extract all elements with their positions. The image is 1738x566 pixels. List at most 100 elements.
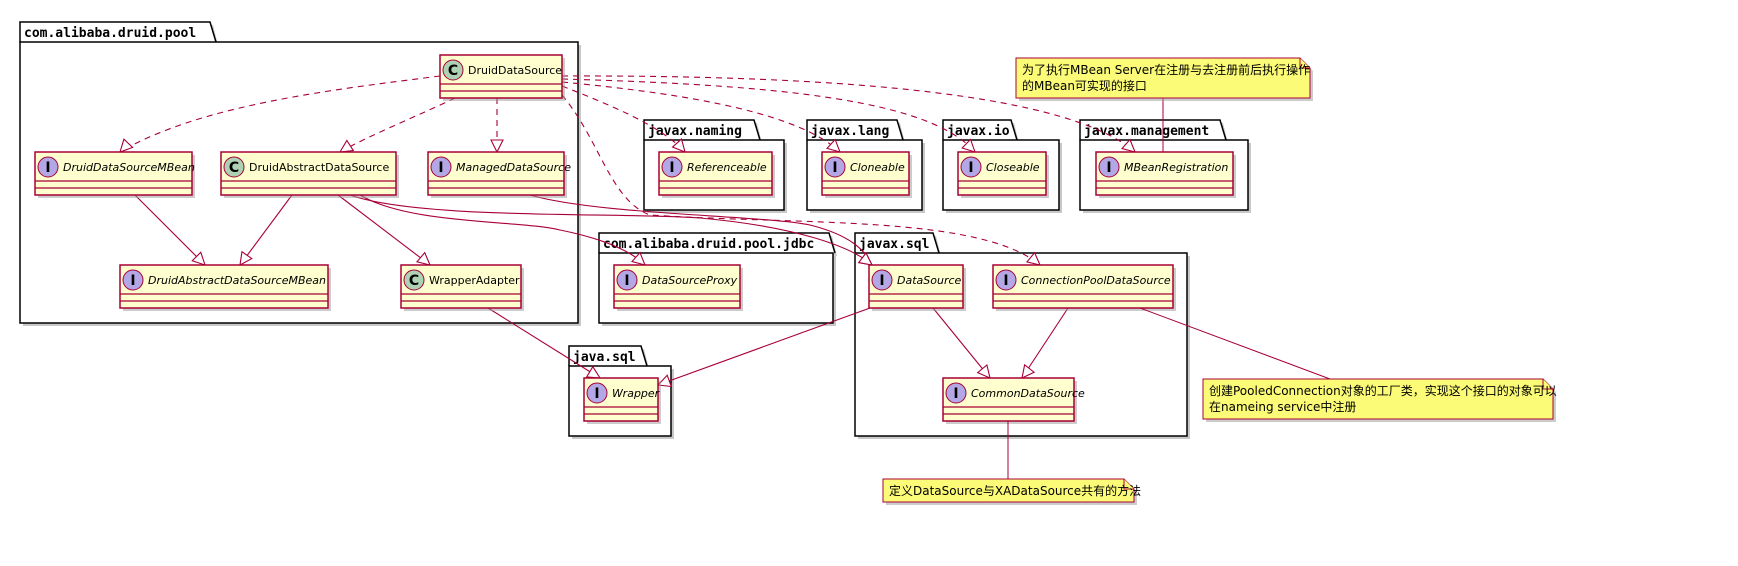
arrowhead	[119, 138, 134, 153]
note-common: 定义DataSource与XADataSource共有的方法	[882, 421, 1141, 505]
class-mbean-registration[interactable]: I MBeanRegistration	[1095, 151, 1236, 198]
class-referenceable[interactable]: I Referenceable	[658, 151, 775, 198]
class-managed-data-source[interactable]: I ManagedDataSource	[427, 151, 571, 198]
class-name: ConnectionPoolDataSource	[1021, 274, 1171, 287]
class-druid-data-source[interactable]: C DruidDataSource	[439, 54, 565, 101]
relation-druid-data-source-to-mbean-registration	[561, 75, 1136, 153]
stereotype-glyph: I	[624, 273, 629, 289]
class-icon	[442, 59, 464, 81]
relation-druid-abstract-data-source-to-druid-abstract-data-source-mbean	[239, 194, 293, 267]
interface-icon	[1098, 156, 1120, 178]
arrowhead	[1121, 138, 1136, 153]
stereotype-glyph: C	[229, 160, 239, 176]
class-icon	[223, 156, 245, 178]
note-text: 为了执行MBean Server在注册与去注册前后执行操作	[1022, 62, 1310, 77]
relation-druid-data-source-to-referenceable	[561, 85, 686, 153]
arrowhead	[976, 363, 991, 379]
relation-druid-data-source-to-closeable	[561, 78, 976, 153]
stereotype-glyph: I	[438, 160, 443, 176]
relation-druid-data-source-to-managed-data-source	[490, 98, 504, 154]
interface-icon	[960, 156, 982, 178]
package-label: javax.sql	[859, 237, 929, 252]
class-connection-pool-data-source[interactable]: I ConnectionPoolDataSource	[992, 264, 1176, 311]
arrowhead	[191, 251, 206, 266]
class-name: CommonDataSource	[971, 387, 1085, 400]
interface-icon	[586, 382, 608, 404]
stereotype-glyph: I	[1003, 273, 1008, 289]
stereotype-glyph: I	[1106, 160, 1111, 176]
package-label: javax.io	[947, 124, 1010, 139]
package-label: com.alibaba.druid.pool.jdbc	[603, 237, 814, 252]
note-pooled: 创建PooledConnection对象的工厂类，实现这个接口的对象可以在nam…	[1139, 307, 1557, 422]
arrowhead	[1025, 251, 1041, 266]
stereotype-glyph: C	[409, 273, 419, 289]
interface-icon	[122, 269, 144, 291]
arrowhead	[239, 250, 253, 267]
class-name: DruidAbstractDataSource	[249, 161, 389, 174]
class-name: ManagedDataSource	[456, 161, 571, 174]
class-name: WrapperAdapter	[429, 274, 520, 287]
interface-icon	[824, 156, 846, 178]
arrowhead	[671, 138, 686, 153]
stereotype-glyph: I	[130, 273, 135, 289]
class-name: DataSourceProxy	[642, 274, 738, 287]
class-name: DruidAbstractDataSourceMBean	[148, 274, 326, 287]
relation-druid-data-source-to-connection-pool-data-source	[561, 94, 1041, 266]
relation-druid-data-source-mbean-to-druid-abstract-data-source-mbean	[134, 194, 206, 266]
stereotype-glyph: I	[669, 160, 674, 176]
interface-icon	[945, 382, 967, 404]
note-mbean: 为了执行MBean Server在注册与去注册前后执行操作的MBean可实现的接…	[1015, 57, 1313, 152]
class-data-source-proxy[interactable]: I DataSourceProxy	[613, 264, 743, 311]
stereotype-glyph: I	[879, 273, 884, 289]
interface-icon	[616, 269, 638, 291]
stereotype-glyph: I	[45, 160, 50, 176]
note-text: 创建PooledConnection对象的工厂类，实现这个接口的对象可以	[1209, 383, 1557, 398]
note-connector	[1139, 307, 1331, 380]
class-name: MBeanRegistration	[1124, 161, 1228, 174]
stereotype-glyph: C	[448, 63, 458, 79]
note-text: 在nameing service中注册	[1209, 399, 1356, 414]
class-common-data-source[interactable]: I CommonDataSource	[942, 377, 1085, 424]
class-cloneable[interactable]: I Cloneable	[821, 151, 912, 198]
note-box	[1015, 57, 1311, 99]
class-data-source[interactable]: I DataSource	[868, 264, 966, 311]
arrowhead	[631, 251, 646, 266]
note-text: 的MBean可实现的接口	[1022, 78, 1147, 93]
package-label: javax.naming	[648, 124, 742, 139]
class-wrapper-adapter[interactable]: C WrapperAdapter	[400, 264, 524, 311]
stereotype-glyph: I	[953, 386, 958, 402]
note-text: 定义DataSource与XADataSource共有的方法	[889, 483, 1141, 498]
arrowhead	[857, 251, 873, 266]
arrowhead	[1021, 363, 1036, 379]
class-icon	[403, 269, 425, 291]
class-name: Cloneable	[850, 161, 905, 174]
stereotype-glyph: I	[832, 160, 837, 176]
class-druid-abstract-data-source[interactable]: C DruidAbstractDataSource	[220, 151, 399, 198]
package-label: com.alibaba.druid.pool	[24, 26, 196, 41]
class-druid-abstract-data-source-mbean[interactable]: I DruidAbstractDataSourceMBean	[119, 264, 331, 311]
relation-druid-data-source-to-cloneable	[561, 81, 841, 153]
class-name: Referenceable	[687, 161, 767, 174]
relations-layer	[119, 75, 1136, 388]
class-name: DataSource	[897, 274, 962, 287]
interface-icon	[661, 156, 683, 178]
relation-druid-abstract-data-source-to-data-source-proxy	[359, 194, 646, 266]
class-name: Closeable	[986, 161, 1040, 174]
arrowhead	[826, 138, 841, 153]
class-name: DruidDataSource	[468, 64, 562, 77]
class-name: Wrapper	[612, 387, 661, 400]
arrowhead	[415, 251, 431, 266]
relation-connection-pool-data-source-to-common-data-source	[1021, 307, 1069, 379]
package-label: javax.lang	[811, 124, 889, 139]
relation-druid-abstract-data-source-to-wrapper-adapter	[337, 194, 431, 266]
arrowhead	[656, 374, 673, 388]
relation-data-source-to-wrapper	[656, 307, 871, 388]
interface-icon	[430, 156, 452, 178]
relation-managed-data-source-to-data-source	[529, 194, 873, 266]
relation-data-source-to-common-data-source	[932, 307, 991, 379]
